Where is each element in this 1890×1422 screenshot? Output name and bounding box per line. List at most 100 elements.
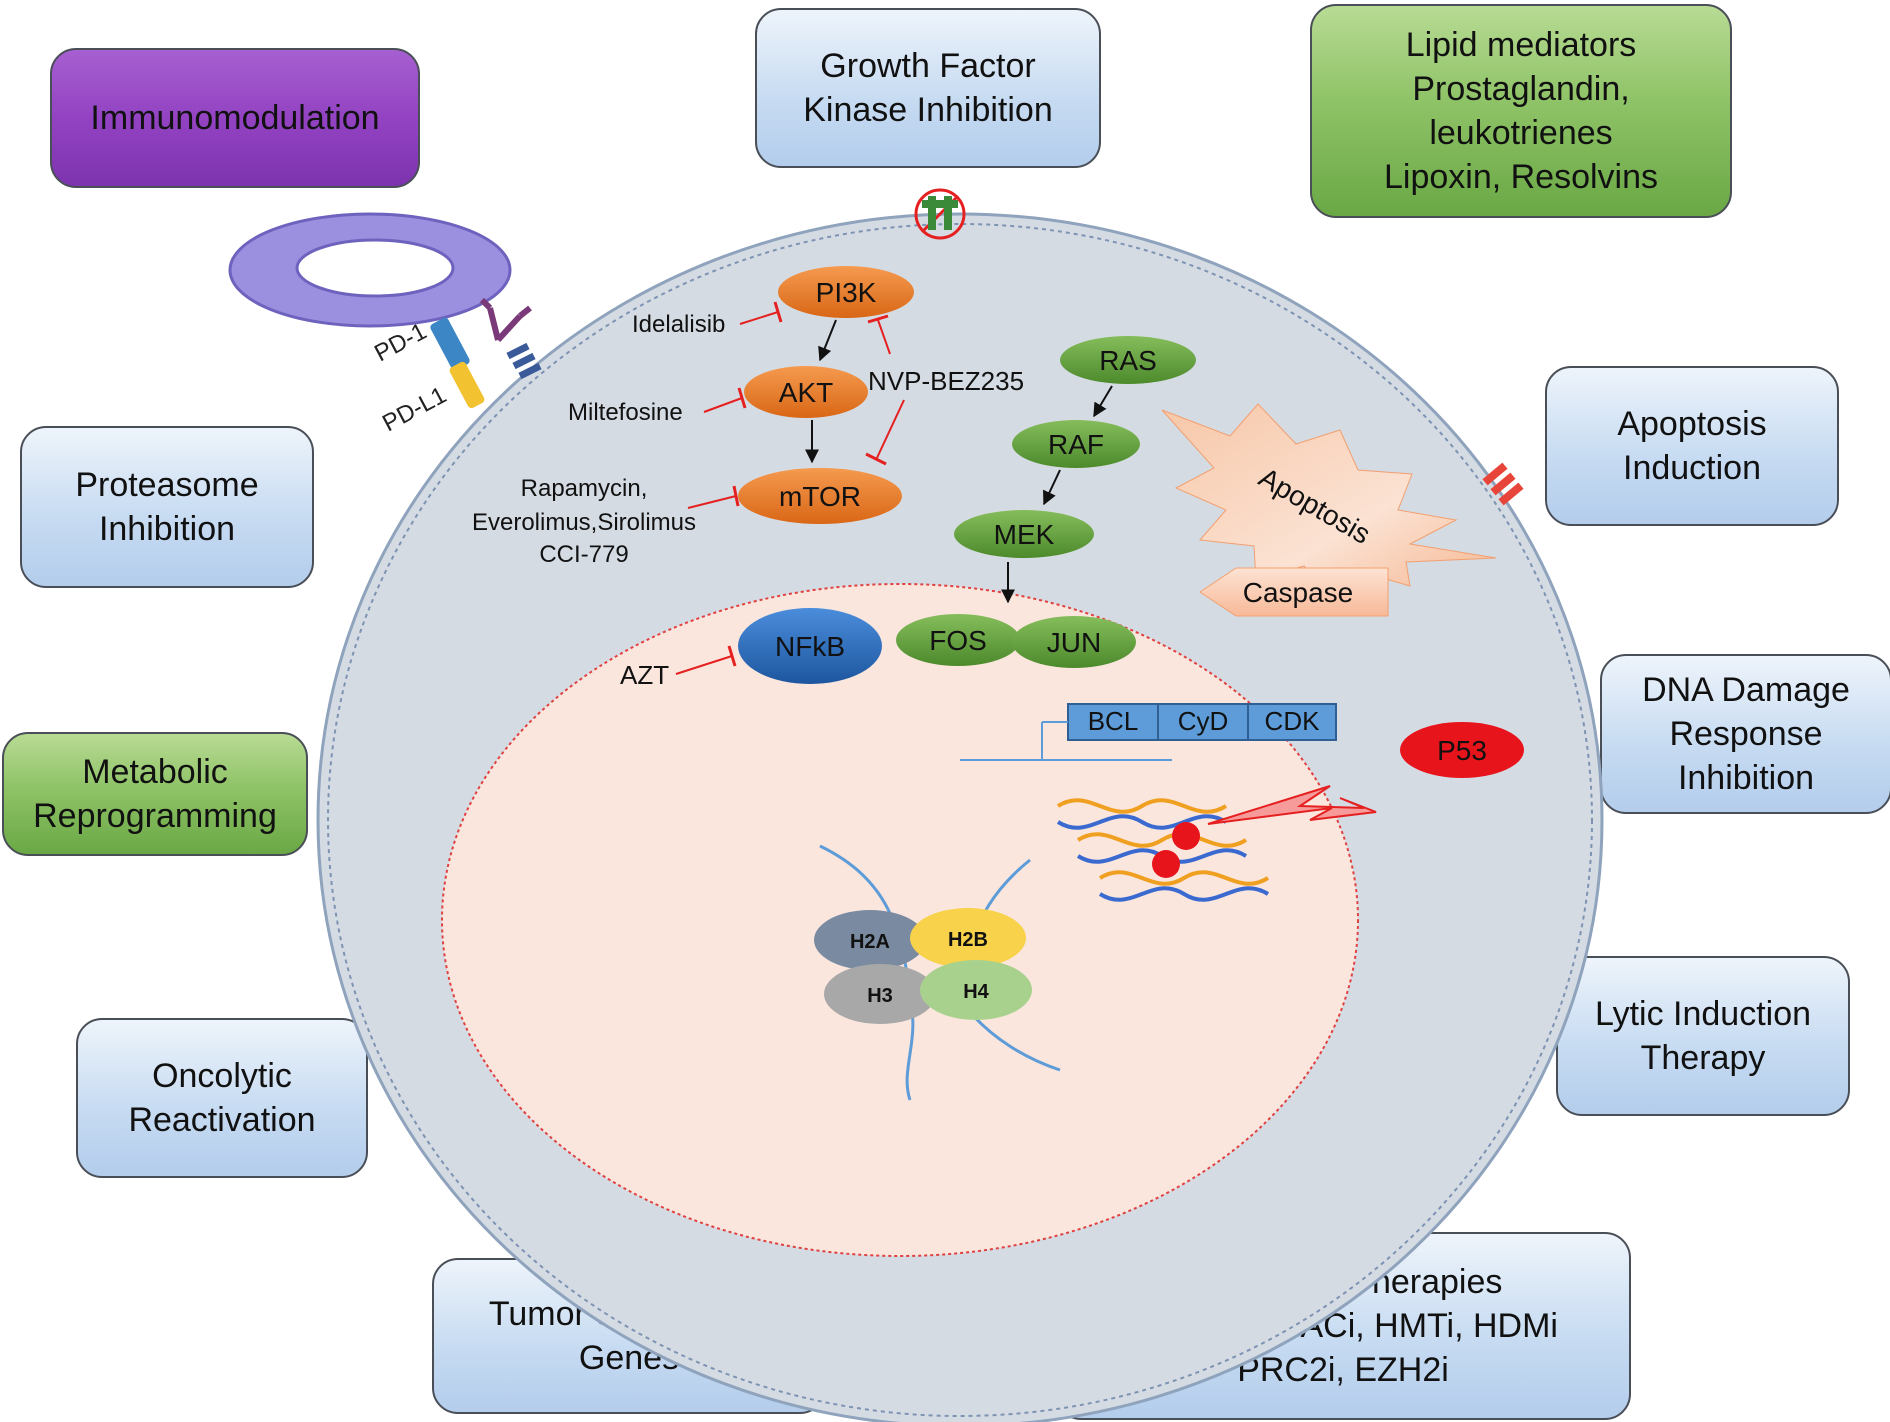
raf-label: RAF [1048, 429, 1104, 460]
raf-to-mek-arrow [1043, 469, 1061, 506]
h3-label: H3 [867, 985, 893, 1007]
rapamycin-inhibit-bar [732, 485, 740, 507]
nvp-inhibit-mtor-bar [865, 452, 887, 466]
azt-inhibit-line [675, 655, 733, 675]
ras-label: RAS [1099, 345, 1157, 376]
cyd-label: CyD [1178, 706, 1229, 736]
dna-damage-spot [1152, 850, 1180, 878]
nvp-inhibit-pi3k-bar [867, 314, 889, 324]
akt-node [744, 366, 868, 418]
akt-label: AKT [779, 377, 833, 408]
rapamycin-label: Rapamycin, [521, 475, 648, 502]
nfkb-label: NFkB [775, 631, 845, 662]
box-line: Growth Factor [820, 47, 1036, 85]
immune-cell [228, 212, 512, 328]
h4-label: H4 [963, 981, 989, 1003]
death-receptor-icon [1482, 462, 1524, 506]
mtor-node [738, 468, 902, 524]
oncolytic-reactivation-box: Oncolytic Reactivation [76, 1018, 368, 1178]
lytic-induction-box: Lytic Induction Therapy [1556, 956, 1850, 1116]
nvp-inhibit-pi3k-line [877, 319, 891, 355]
h2b-label: H2B [948, 929, 988, 951]
cdk-label: CDK [1265, 706, 1321, 736]
growth-factor-box: Growth Factor Kinase Inhibition [755, 8, 1101, 168]
dna-damage-box: DNA Damage Response Inhibition [1600, 654, 1890, 814]
nvp-inhibit-mtor-line [875, 399, 905, 461]
box-line: DNA Damage [1642, 671, 1850, 709]
raf-node [1012, 420, 1140, 468]
dna-double-helix-icon [1056, 798, 1270, 902]
lightning-icon [1207, 785, 1377, 825]
lipid-mediators-box: Lipid mediators Prostaglandin, leukotrie… [1310, 4, 1732, 218]
h3-histone [824, 964, 936, 1024]
jun-node [1012, 616, 1136, 668]
box-line: Metabolic [82, 753, 228, 791]
growth-factor-receptor-icon [914, 188, 966, 240]
azt-inhibit-bar [727, 645, 737, 667]
idelalisib-label: Idelalisib [632, 311, 725, 338]
nvp-label: NVP-BEZ235 [868, 366, 1024, 396]
box-line: PRC2i, EZH2i [1237, 1351, 1449, 1389]
h2b-histone [910, 908, 1026, 968]
box-line: Lytic Induction [1594, 995, 1812, 1033]
caspase-arrow [1199, 567, 1389, 617]
box-line: Lipoxin, Resolvins [1383, 158, 1659, 196]
apoptosis-burst [1161, 403, 1497, 601]
h2a-histone [814, 910, 926, 970]
box-line: Therapy [1640, 1039, 1766, 1077]
ras-node [1060, 336, 1196, 384]
p53-label: P53 [1437, 735, 1487, 766]
box-line: leukotrienes [1429, 114, 1613, 152]
ras-to-raf-arrow [1093, 385, 1113, 418]
box-line: Response [1669, 715, 1823, 753]
dna-damage-spot [1172, 822, 1200, 850]
nfkb-node [738, 608, 882, 684]
miltefosine-inhibit-line [703, 397, 743, 413]
box-line: Reprogramming [33, 797, 277, 835]
box-line: Oncolytic [152, 1057, 292, 1095]
box-line: Reactivation [128, 1101, 316, 1139]
box-line: Inhibition [1677, 759, 1815, 797]
box-line: Kinase Inhibition [803, 91, 1053, 129]
proteasome-inhibition-box: Proteasome Inhibition [20, 426, 314, 588]
azt-label: AZT [620, 660, 669, 690]
pdl1-label: PD-L1 [378, 382, 451, 438]
apoptosis-induction-box: Apoptosis Induction [1545, 366, 1839, 526]
mtor-label: mTOR [779, 481, 861, 512]
idelalisib-inhibit-bar [773, 301, 783, 323]
metabolic-reprogramming-box: Metabolic Reprogramming [2, 732, 308, 856]
gene-bar [960, 703, 1337, 761]
rapamycin-label: CCI-779 [539, 541, 628, 568]
fos-node [896, 614, 1020, 666]
pi3k-to-akt-arrow [818, 319, 837, 362]
box-line: Inhibition [98, 510, 236, 548]
mek-label: MEK [994, 519, 1055, 550]
box-line: Induction [1623, 449, 1761, 487]
h2a-label: H2A [850, 931, 890, 953]
rapamycin-inhibit-line [687, 495, 737, 509]
jun-label: JUN [1047, 627, 1101, 658]
box-line: Apoptosis [1617, 405, 1767, 443]
immunomodulation-box: Immunomodulation [50, 48, 420, 188]
box-line: Prostaglandin, [1412, 70, 1630, 108]
fos-label: FOS [929, 625, 987, 656]
pi3k-node [778, 266, 914, 318]
idelalisib-inhibit-line [739, 311, 779, 325]
pdl1-receptor-icon [506, 342, 542, 380]
cell-membrane-inner [327, 223, 1593, 1417]
h4-histone [920, 960, 1032, 1020]
miltefosine-label: Miltefosine [568, 399, 683, 426]
pd1-receptor [430, 317, 485, 409]
mek-node [954, 510, 1094, 558]
rapamycin-label: Everolimus,Sirolimus [472, 509, 696, 536]
miltefosine-inhibit-bar [737, 387, 747, 409]
pi3k-label: PI3K [816, 277, 877, 308]
bcl-label: BCL [1088, 706, 1139, 736]
antibody-icon [479, 297, 532, 343]
p53-node [1400, 722, 1524, 778]
box-line: Immunomodulation [90, 99, 380, 137]
caspase-label: Caspase [1243, 577, 1354, 608]
box-line: Lipid mediators [1405, 26, 1637, 64]
